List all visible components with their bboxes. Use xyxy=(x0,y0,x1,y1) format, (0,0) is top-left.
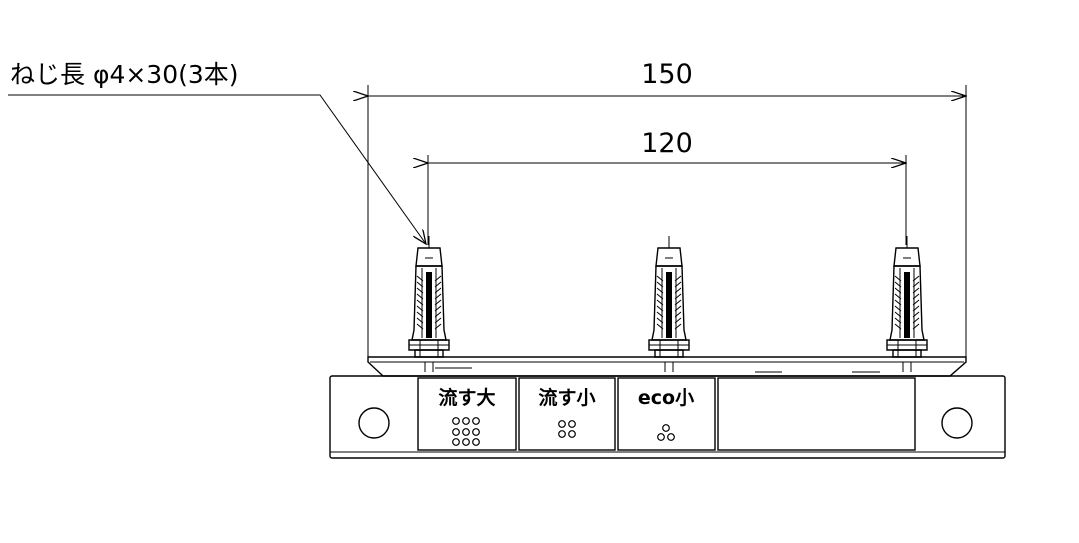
button-flush-small[interactable]: 流す小 xyxy=(518,377,616,451)
dimension-120: 120 xyxy=(428,128,906,245)
dot-mark xyxy=(472,417,480,425)
blank-panel xyxy=(717,377,916,451)
wall-anchor xyxy=(408,236,450,372)
screw-note: ねじ長 φ4×30(3本) xyxy=(8,60,426,244)
dimension-150: 150 xyxy=(368,59,966,360)
button-eco-small-label: eco小 xyxy=(638,387,694,409)
screw-cover-left-icon xyxy=(358,407,390,439)
dot-mark xyxy=(472,428,480,436)
dots-eco-icon xyxy=(657,424,675,441)
button-flush-small-label: 流す小 xyxy=(538,386,595,409)
button-eco-small[interactable]: eco小 xyxy=(617,377,716,451)
dot-mark xyxy=(657,433,665,441)
dot-mark xyxy=(568,430,576,438)
dot-mark xyxy=(662,424,670,432)
button-flush-large[interactable]: 流す大 xyxy=(417,377,517,451)
button-flush-large-label: 流す大 xyxy=(438,386,495,409)
dot-mark xyxy=(452,417,460,425)
screw-cover-right-icon xyxy=(941,407,973,439)
dot-mark xyxy=(568,420,576,428)
dots-large-icon xyxy=(452,417,480,446)
remote-body xyxy=(329,375,1006,459)
anchor-group xyxy=(408,236,928,372)
dot-mark xyxy=(462,417,470,425)
dot-mark xyxy=(667,433,675,441)
dot-mark xyxy=(472,438,480,446)
dot-mark xyxy=(452,438,460,446)
dots-small-icon xyxy=(558,420,576,438)
dimension-label-120: 120 xyxy=(641,128,693,159)
dot-mark xyxy=(462,438,470,446)
dot-mark xyxy=(452,428,460,436)
dot-mark xyxy=(462,428,470,436)
dimension-label-150: 150 xyxy=(641,59,693,90)
screw-note-text: ねじ長 φ4×30(3本) xyxy=(10,60,239,89)
wall-anchor xyxy=(886,236,928,372)
dot-mark xyxy=(558,430,566,438)
leader-line xyxy=(8,94,426,244)
dot-mark xyxy=(558,420,566,428)
wall-anchor xyxy=(648,236,690,372)
mounting-plate xyxy=(367,356,967,377)
